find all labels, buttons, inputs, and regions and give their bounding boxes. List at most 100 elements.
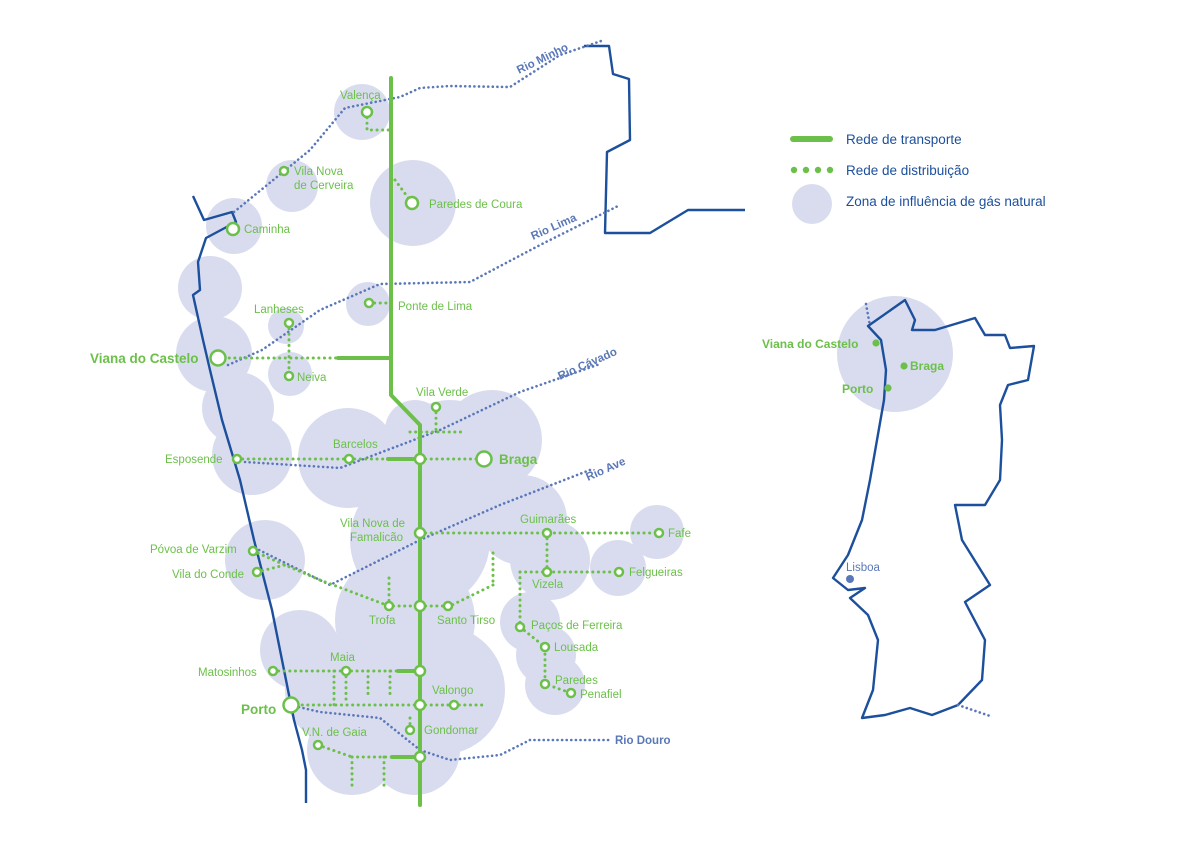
label-vila-verde: Vila Verde	[416, 387, 468, 399]
overview-label-braga: Braga	[910, 359, 944, 373]
label-pacos-ferreira: Paços de Ferreira	[531, 620, 623, 632]
node-fafe	[653, 527, 665, 539]
overview-braga-dot	[900, 362, 908, 370]
node-vn-gaia	[312, 739, 324, 751]
label-ponte-lima: Ponte de Lima	[398, 301, 473, 313]
label-rio-ave: Rio Ave	[584, 456, 627, 484]
label-maia: Maia	[330, 652, 356, 664]
node-esposende	[231, 453, 243, 465]
node-porto	[282, 696, 300, 714]
node-vizela	[541, 566, 553, 578]
label-neiva: Neiva	[297, 372, 327, 384]
node-povoa	[247, 545, 259, 557]
detail-coastline	[191, 195, 308, 803]
node-guimaraes	[541, 527, 553, 539]
portugal-overview-map: Viana do Castelo Braga Porto Lisboa	[762, 296, 1036, 720]
label-cerveira-1: Vila Nova	[294, 166, 344, 178]
label-rio-minho: Rio Minho	[515, 42, 570, 77]
node-braga	[475, 450, 493, 468]
river-cavado-line	[243, 362, 602, 470]
node-ponte-lima	[363, 297, 375, 309]
label-viana: Viana do Castelo	[90, 351, 199, 366]
node-trofa-junction	[413, 599, 427, 613]
overview-label-lisboa: Lisboa	[846, 562, 880, 574]
detail-spain-border	[584, 44, 745, 235]
node-trofa	[383, 600, 395, 612]
node-neiva	[283, 370, 295, 382]
label-gondomar: Gondomar	[424, 725, 479, 737]
node-viana	[209, 349, 227, 367]
node-penafiel	[565, 687, 577, 699]
river-douro-line	[288, 703, 612, 762]
label-guimaraes: Guimarães	[520, 514, 576, 526]
distribution-network	[216, 110, 661, 792]
detail-borders	[191, 44, 745, 803]
label-esposende: Esposende	[165, 454, 223, 466]
label-valongo: Valongo	[432, 685, 473, 697]
label-braga: Braga	[499, 452, 538, 467]
label-famalicao-1: Vila Nova de	[340, 518, 405, 530]
transport-main-line	[389, 76, 422, 807]
label-porto: Porto	[241, 702, 276, 717]
label-vila-conde: Vila do Conde	[172, 569, 244, 581]
node-caminha	[225, 221, 241, 237]
overview-south-border-tick	[956, 703, 992, 718]
city-nodes	[209, 105, 665, 764]
node-valenca	[360, 105, 374, 119]
node-maia	[340, 665, 352, 677]
portugal-outline	[831, 298, 1036, 720]
overview-label-porto: Porto	[842, 382, 873, 396]
node-famalicao	[413, 526, 427, 540]
label-rio-cavado: Rio Cávado	[556, 346, 619, 383]
overview-influence-zone	[837, 296, 953, 412]
node-paredes-coura	[404, 195, 420, 211]
river-minho-line	[232, 38, 606, 214]
node-matosinhos	[267, 665, 279, 677]
label-matosinhos: Matosinhos	[198, 667, 257, 679]
label-felgueiras: Felgueiras	[629, 567, 683, 579]
label-valenca: Valença	[340, 90, 381, 102]
node-gaia-junction	[413, 750, 427, 764]
overview-north-border-tick	[864, 302, 872, 328]
label-fafe: Fafe	[668, 528, 691, 540]
label-paredes-coura: Paredes de Coura	[429, 199, 523, 211]
node-barcelos	[343, 453, 355, 465]
node-maia-junction	[413, 664, 427, 678]
node-braga-junction	[413, 452, 427, 466]
legend-distribution-label: Rede de distribuição	[846, 163, 969, 178]
legend-transport-label: Rede de transporte	[846, 132, 962, 147]
node-valongo-junction	[413, 698, 427, 712]
label-santo-tirso: Santo Tirso	[437, 615, 495, 627]
node-vila-verde	[430, 401, 442, 413]
node-gondomar	[404, 724, 416, 736]
label-vizela: Vizela	[532, 579, 564, 591]
overview-viana-dot	[872, 339, 880, 347]
overview-lisboa-dot	[846, 575, 854, 583]
legend-distribution-swatch	[790, 166, 834, 174]
node-lousada	[539, 641, 551, 653]
node-felgueiras	[613, 566, 625, 578]
node-valongo	[448, 699, 460, 711]
label-barcelos: Barcelos	[333, 439, 378, 451]
label-penafiel: Penafiel	[580, 689, 622, 701]
label-cerveira-2: de Cerveira	[294, 180, 354, 192]
label-trofa: Trofa	[369, 615, 396, 627]
legend-zone-swatch	[792, 184, 832, 224]
node-lanheses	[283, 317, 295, 329]
label-caminha: Caminha	[244, 224, 291, 236]
overview-label-viana: Viana do Castelo	[762, 337, 858, 351]
node-cerveira	[278, 165, 290, 177]
label-lanheses: Lanheses	[254, 304, 304, 316]
node-paredes	[539, 678, 551, 690]
legend: Rede de transporte Rede de distribuição …	[790, 132, 1046, 224]
label-rio-douro: Rio Douro	[615, 735, 671, 747]
label-vn-gaia: V.N. de Gaia	[302, 727, 367, 739]
label-lousada: Lousada	[554, 642, 599, 654]
node-vila-conde	[251, 566, 263, 578]
label-povoa: Póvoa de Varzim	[150, 544, 237, 556]
river-lima-line	[226, 203, 622, 367]
legend-zone-label: Zona de influência de gás natural	[846, 194, 1046, 209]
node-santo-tirso	[442, 600, 454, 612]
city-labels: Valença Vila Nova de Cerveira Paredes de…	[90, 90, 691, 739]
